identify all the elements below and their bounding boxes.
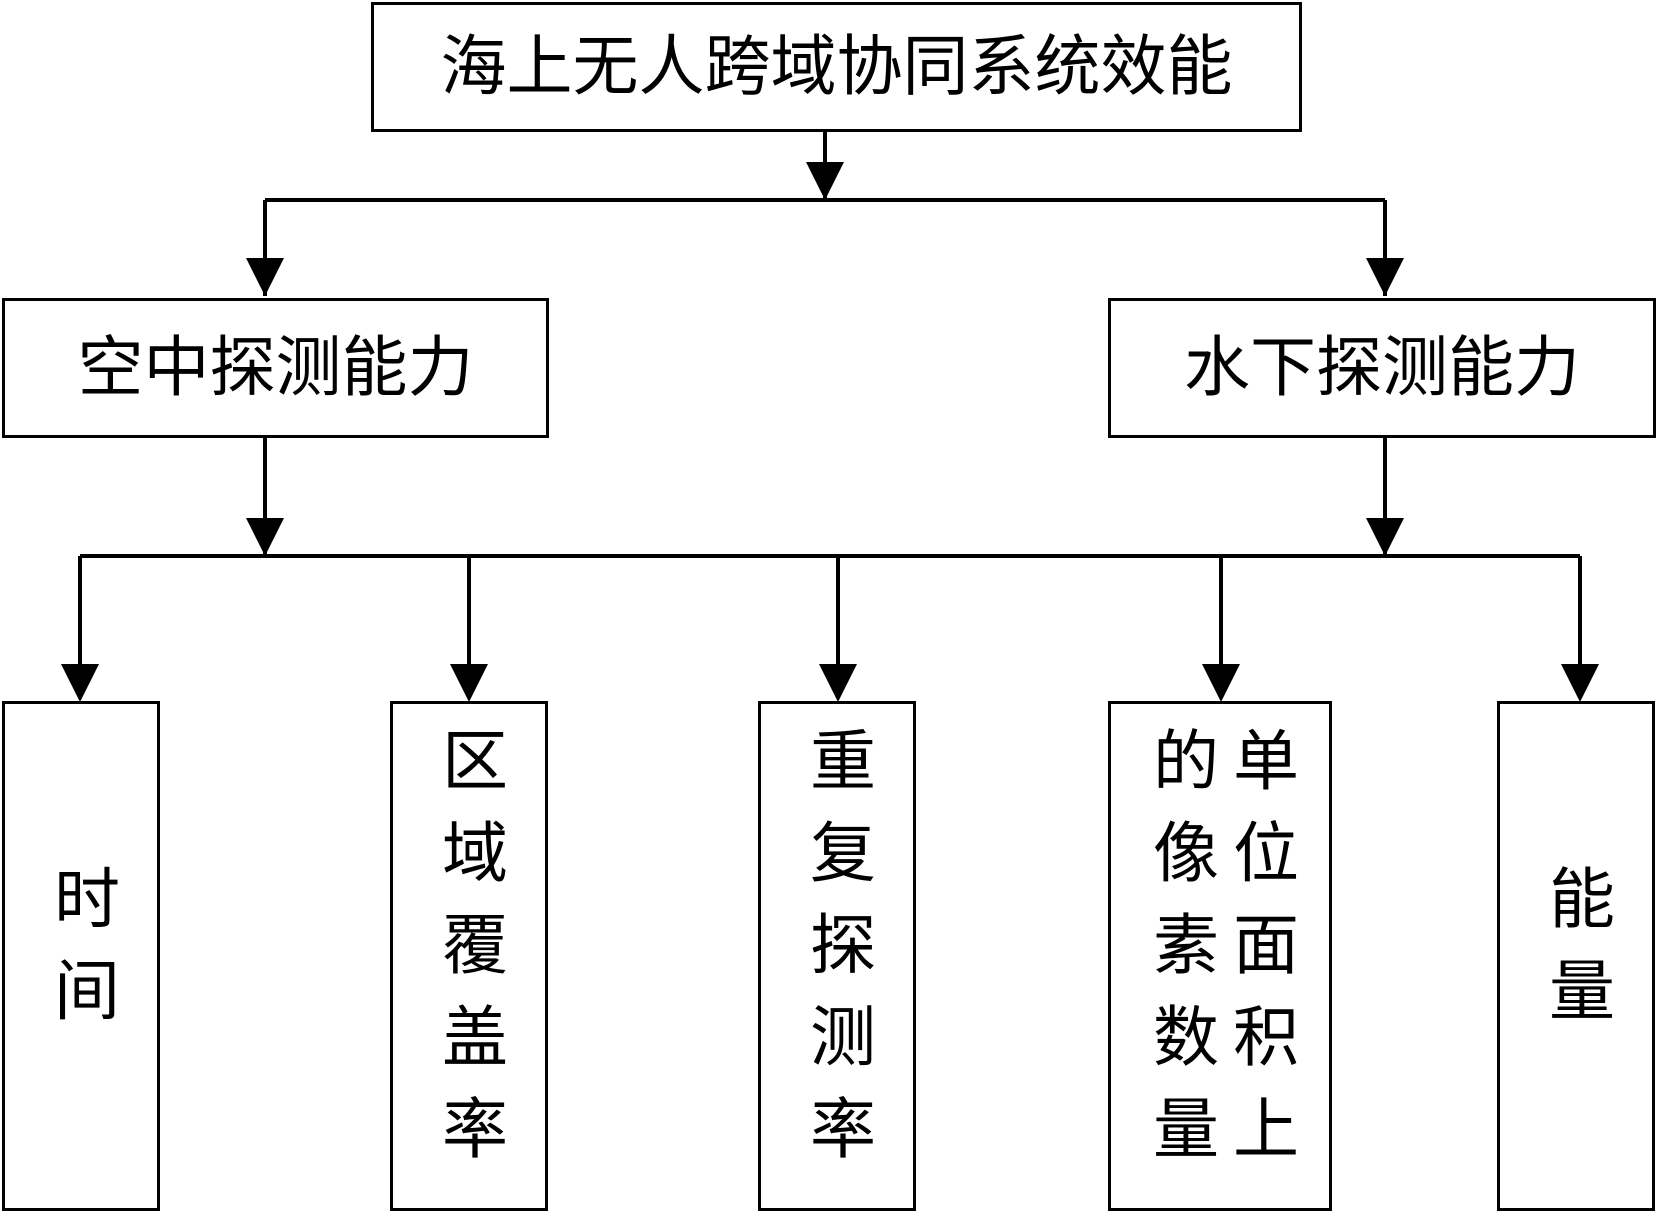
arrowhead xyxy=(1366,258,1404,296)
leaf-node-repeat-detection-rate: 重复探测率 xyxy=(758,701,916,1211)
leaf-node-coverage-rate: 区域覆盖率 xyxy=(390,701,548,1211)
leaf-label-pixels-per-area-col1: 单位面积上 xyxy=(1222,726,1299,1186)
arrowhead xyxy=(450,664,488,702)
leaf-label-pixels-per-area-col2: 的像素数量 xyxy=(1142,726,1219,1186)
arrowhead xyxy=(1366,518,1404,556)
branch-node-underwater-detection: 水下探测能力 xyxy=(1108,298,1656,438)
leaf-label-coverage-rate: 区域覆盖率 xyxy=(431,726,508,1186)
arrowhead xyxy=(1202,664,1240,702)
leaf-node-energy: 能量 xyxy=(1497,701,1655,1211)
branch-node-air-detection: 空中探测能力 xyxy=(2,298,549,438)
arrowhead xyxy=(806,162,844,200)
root-node: 海上无人跨域协同系统效能 xyxy=(371,2,1302,132)
leaf-node-pixels-per-area: 单位面积上 的像素数量 xyxy=(1108,701,1332,1211)
root-label: 海上无人跨域协同系统效能 xyxy=(440,28,1233,105)
arrowhead xyxy=(246,258,284,296)
arrowhead xyxy=(246,518,284,556)
leaf-node-time: 时间 xyxy=(2,701,160,1211)
leaf-label-repeat-detection-rate: 重复探测率 xyxy=(799,726,876,1186)
arrowhead xyxy=(61,664,99,702)
leaf-label-time: 时间 xyxy=(43,864,120,1048)
arrowhead xyxy=(1561,664,1599,702)
branch-label-underwater-detection: 水下探测能力 xyxy=(1184,329,1580,406)
leaf-label-energy: 能量 xyxy=(1538,864,1615,1048)
arrowhead xyxy=(819,664,857,702)
branch-label-air-detection: 空中探测能力 xyxy=(77,329,474,406)
